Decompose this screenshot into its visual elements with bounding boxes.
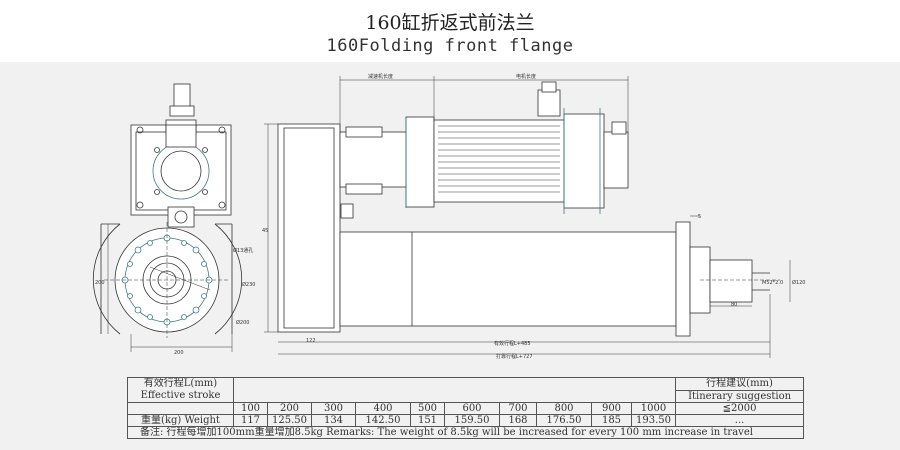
stroke-cell: 200 xyxy=(267,402,312,415)
suggest-value: ≦2000 xyxy=(675,402,805,415)
weight-cell: 125.50 xyxy=(267,414,312,427)
dim-gear-motor-length: 减速机长度 xyxy=(368,73,393,80)
spec-table: 有效行程L(mm) Effective stroke 行程建议(mm) Itin… xyxy=(126,377,805,439)
dim-122: 122 xyxy=(306,338,316,344)
stroke-cell: 500 xyxy=(410,402,445,415)
side-view-motor xyxy=(433,119,565,203)
weight-cell: 185 xyxy=(591,414,632,427)
dim-dia-120: Ø120 xyxy=(792,279,805,286)
weight-label: 重量(kg) Weight xyxy=(127,414,234,427)
dim-stroke: 有效行程L+485 xyxy=(494,340,531,347)
dim-width-200: 200 xyxy=(174,350,184,356)
dim-motor-length: 电机长度 xyxy=(516,73,536,80)
dim-thread: M52*2.0 xyxy=(762,280,783,286)
stroke-cell: 400 xyxy=(355,402,411,415)
suggest-header-cn: 行程建议(mm) xyxy=(675,377,805,391)
weight-cell: 151 xyxy=(410,414,445,427)
weight-cell: 117 xyxy=(233,414,268,427)
stroke-cell: 100 xyxy=(233,402,268,415)
weight-cell: 168 xyxy=(499,414,537,427)
side-view-cylinder xyxy=(339,231,677,327)
technical-drawing: 减速机长度 电机长度 Ø13通孔 Ø230 Ø200 200 200 45 M5… xyxy=(92,73,805,360)
dim-dia-230: Ø230 xyxy=(242,281,255,288)
dim-5: 5 xyxy=(698,214,701,220)
page-title: 160缸折返式前法兰 xyxy=(365,12,535,34)
stroke-cell: 600 xyxy=(444,402,500,415)
stroke-row: 100 200 300 400 500 600 700 800 900 1000… xyxy=(127,402,805,415)
dim-bolt-hole: Ø13通孔 xyxy=(233,247,253,254)
dim-80: 80 xyxy=(731,302,737,308)
weight-cell: 176.50 xyxy=(536,414,592,427)
stroke-cell: 700 xyxy=(499,402,537,415)
stroke-cell: 1000 xyxy=(630,402,677,415)
weight-cell: 193.50 xyxy=(630,414,677,427)
stroke-cell: 300 xyxy=(311,402,356,415)
suggest-header-en: Itinerary suggestion xyxy=(675,389,805,403)
stroke-cell: 900 xyxy=(591,402,632,415)
weight-cell: 159.50 xyxy=(444,414,500,427)
side-view-housing xyxy=(277,123,341,333)
weight-row: 重量(kg) Weight 117 125.50 134 142.50 151 … xyxy=(127,414,805,427)
dim-dia-200: Ø200 xyxy=(236,319,249,326)
stroke-header: 有效行程L(mm) Effective stroke xyxy=(127,377,234,403)
page-subtitle: 160Folding front flange xyxy=(326,36,574,56)
weight-cell: 142.50 xyxy=(355,414,411,427)
weight-cell: 134 xyxy=(311,414,356,427)
weight-suggest: ... xyxy=(675,414,805,427)
remark-row: 备注: 行程每增加100mm重量增加8.5kg Remarks: The wei… xyxy=(126,426,805,439)
dim-height-45: 45 xyxy=(262,228,268,234)
dim-height-200: 200 xyxy=(95,280,105,286)
dim-total: 打靠行程L+727 xyxy=(496,353,533,360)
stroke-cell: 800 xyxy=(536,402,592,415)
